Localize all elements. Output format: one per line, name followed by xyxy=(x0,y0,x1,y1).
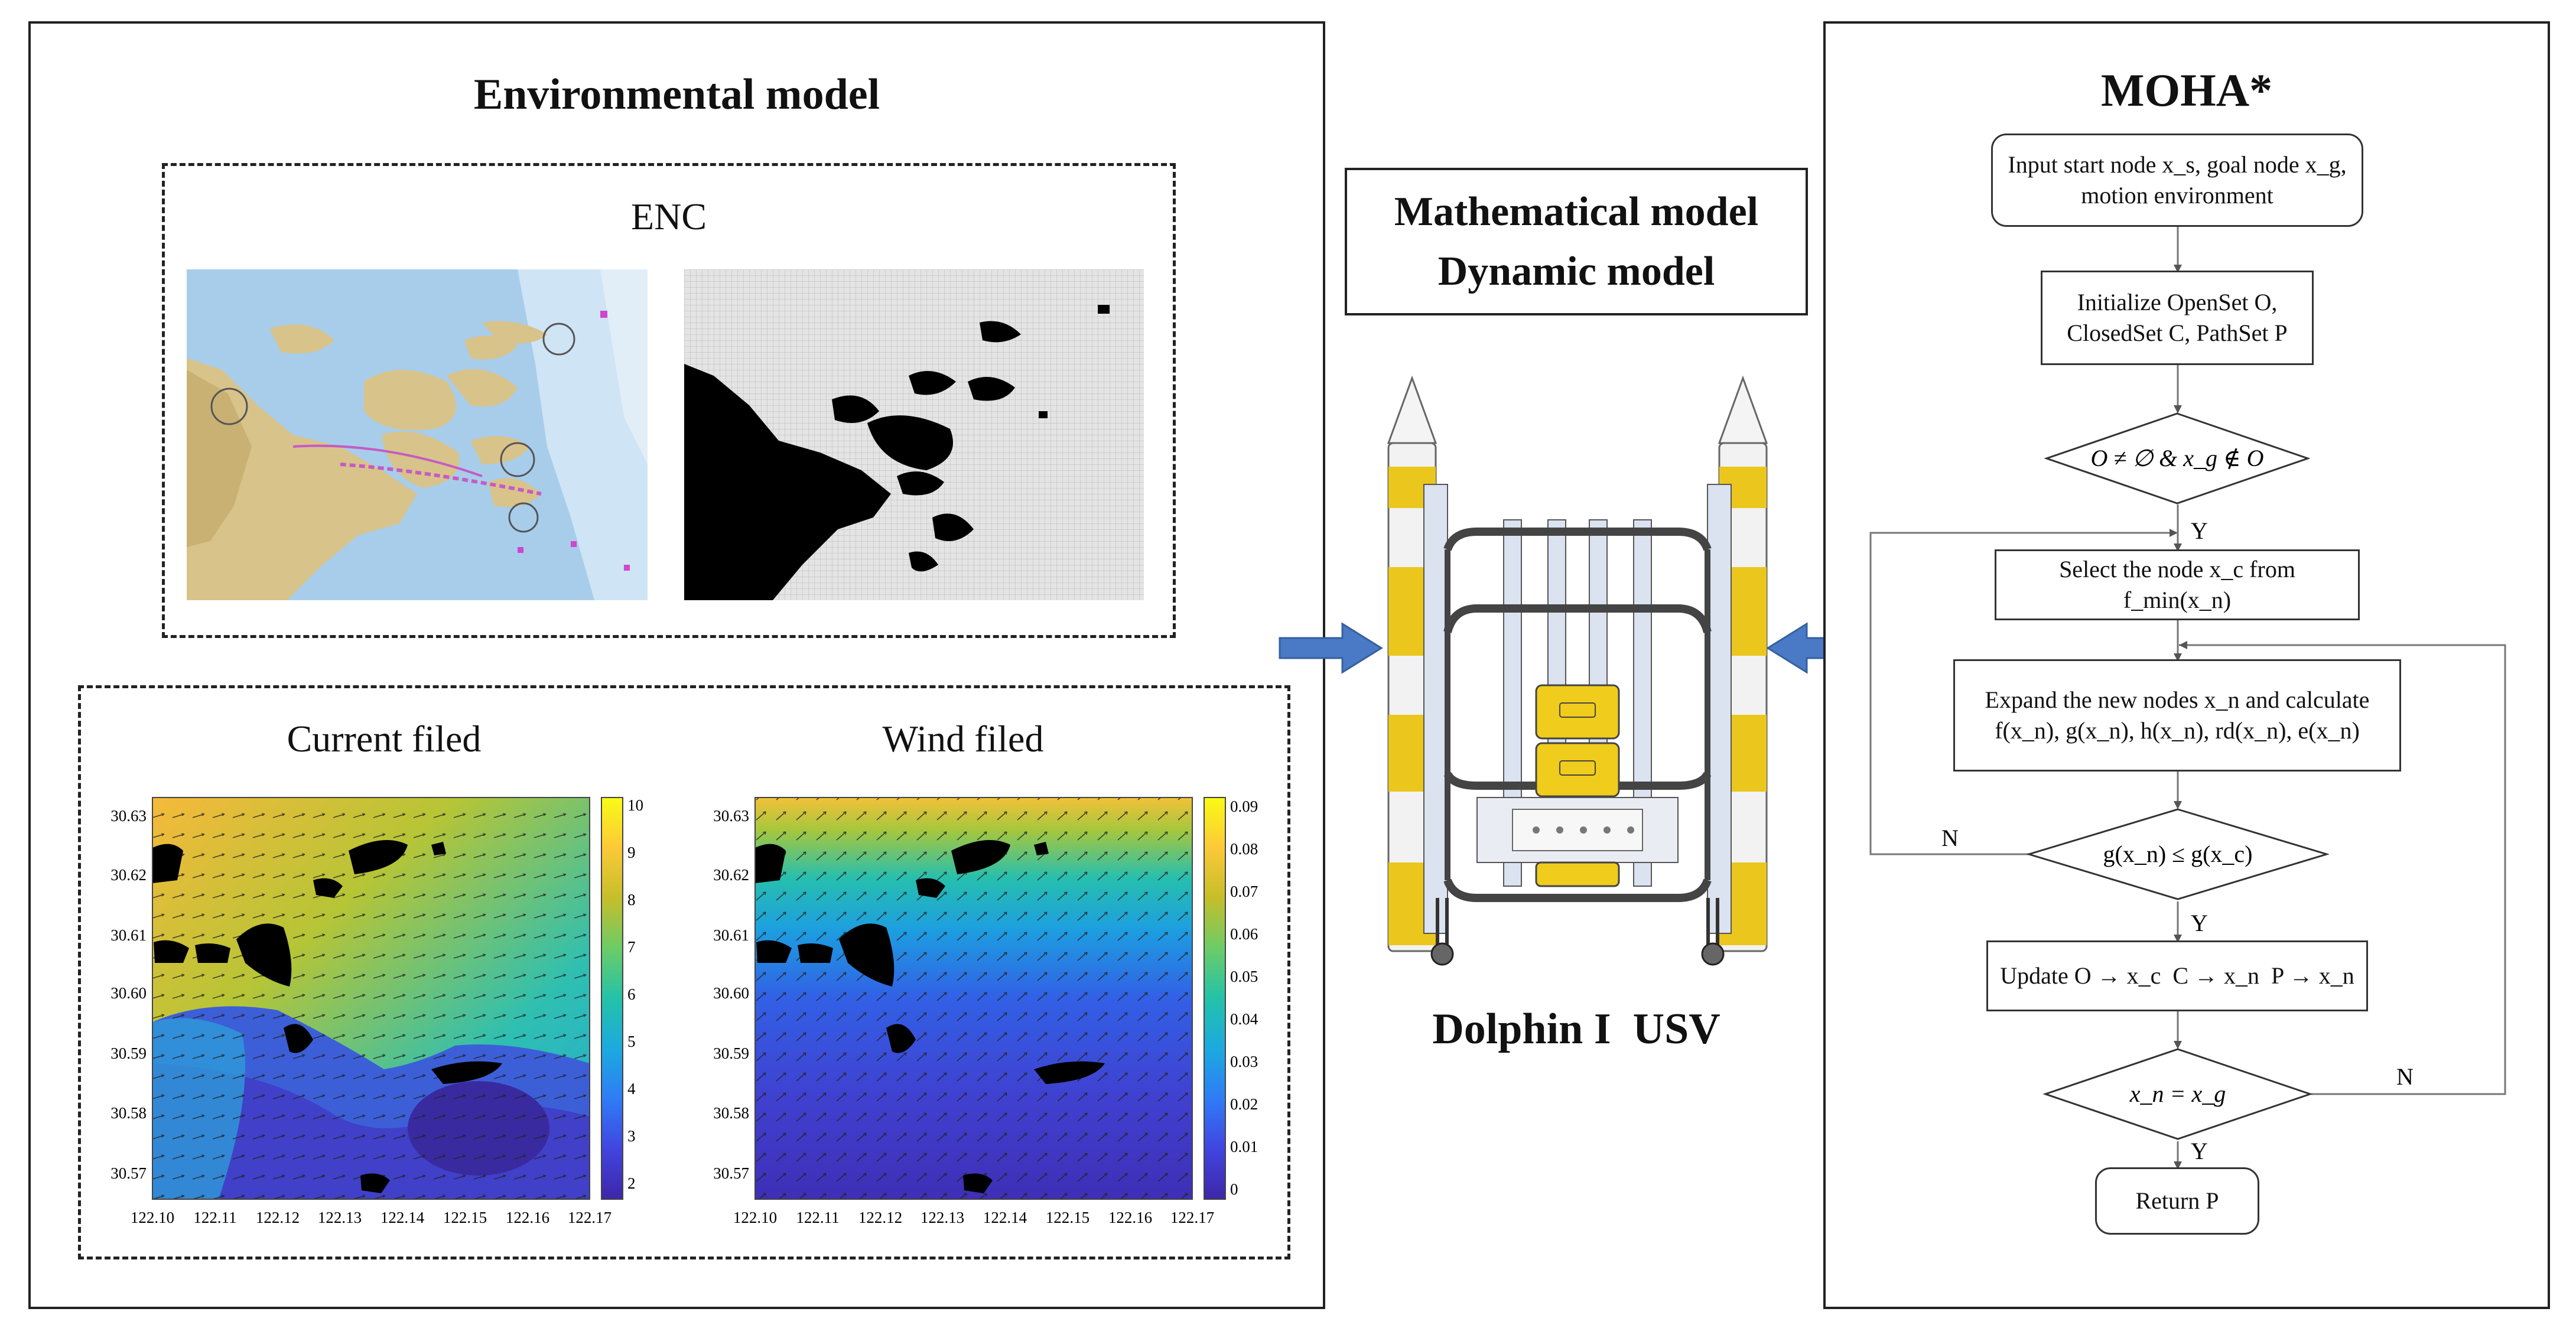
wind-cb-tick: 0.02 xyxy=(1230,1095,1258,1113)
wind-cb-tick: 0.01 xyxy=(1230,1138,1258,1156)
enc-chart-image xyxy=(187,269,648,600)
wind-colorbar xyxy=(1204,797,1226,1200)
no-label: N xyxy=(2396,1063,2414,1090)
cond3-text: x_n = x_g xyxy=(2129,1080,2226,1107)
current-cb-tick: 4 xyxy=(627,1080,636,1098)
flow-start-node: Input start node x_s, goal node x_g, mot… xyxy=(1991,134,2363,227)
no-label: N xyxy=(1941,825,1959,851)
current-cb-tick: 9 xyxy=(627,844,636,861)
current-colorbar xyxy=(601,797,623,1200)
usv-illustration xyxy=(1387,375,1768,966)
wind-x-tick: 122.16 xyxy=(1108,1209,1152,1226)
model-box: Mathematical model Dynamic model xyxy=(1345,168,1808,315)
wind-x-tick: 122.14 xyxy=(983,1209,1027,1226)
wind-x-axis: 122.10 122.11 122.12 122.13 122.14 122.1… xyxy=(733,1209,1214,1226)
current-x-axis: 122.10 122.11 122.12 122.13 122.14 122.1… xyxy=(131,1209,612,1226)
current-y-axis: 30.63 30.62 30.61 30.60 30.59 30.58 30.5… xyxy=(110,807,147,1182)
current-cb-tick: 10 xyxy=(627,796,643,814)
mathematical-model-label: Mathematical model xyxy=(1394,188,1759,235)
enc-grid-map xyxy=(684,269,1144,600)
current-cb-tick: 5 xyxy=(627,1033,636,1050)
flow-init-node: Initialize OpenSet O, ClosedSet C, PathS… xyxy=(2041,271,2314,365)
flow-select-node: Select the node x_c from f_min(x_n) xyxy=(1995,549,2360,620)
current-y-tick: 30.63 xyxy=(110,807,147,825)
yes-label: Y xyxy=(2191,517,2208,544)
thruster-icon xyxy=(1701,898,1725,966)
wind-cb-tick: 0 xyxy=(1230,1180,1238,1198)
wind-y-tick: 30.57 xyxy=(713,1164,749,1182)
current-cb-tick: 7 xyxy=(627,938,636,956)
wind-x-tick: 122.13 xyxy=(921,1209,964,1226)
flow-update-node: Update O → x_c C → x_n P → x_n xyxy=(1986,940,2368,1011)
wind-x-tick: 122.15 xyxy=(1046,1209,1089,1226)
current-cb-tick: 8 xyxy=(627,891,636,909)
wind-cb-tick: 0.08 xyxy=(1230,840,1258,858)
current-y-tick: 30.60 xyxy=(110,984,147,1002)
current-y-tick: 30.59 xyxy=(110,1044,147,1062)
flow-expand-node: Expand the new nodes x_n and calculate f… xyxy=(1953,659,2401,772)
flow-return-node: Return P xyxy=(2095,1167,2259,1235)
wind-cb-tick: 0.09 xyxy=(1230,798,1258,815)
enc-box xyxy=(162,163,1176,638)
current-y-tick: 30.58 xyxy=(110,1104,147,1122)
arrow-right-icon xyxy=(1279,622,1383,674)
wind-cb-tick: 0.05 xyxy=(1230,968,1258,985)
current-field-title: Current filed xyxy=(287,718,482,760)
wind-y-axis: 30.63 30.62 30.61 30.60 30.59 30.58 30.5… xyxy=(713,807,749,1182)
current-y-tick: 30.57 xyxy=(110,1164,147,1182)
wind-field-title: Wind filed xyxy=(882,718,1044,760)
current-cb-tick: 2 xyxy=(627,1174,636,1192)
wind-cb-tick: 0.04 xyxy=(1230,1010,1258,1028)
yes-label: Y xyxy=(2191,1138,2208,1164)
enc-label: ENC xyxy=(631,196,707,237)
current-y-tick: 30.62 xyxy=(110,866,147,884)
current-x-tick: 122.17 xyxy=(568,1209,612,1226)
environmental-model-title: Environmental model xyxy=(473,70,880,119)
wind-x-tick: 122.17 xyxy=(1170,1209,1214,1226)
wind-x-tick: 122.12 xyxy=(858,1209,902,1226)
current-x-tick: 122.13 xyxy=(318,1209,362,1226)
wind-y-tick: 30.63 xyxy=(713,807,749,825)
current-x-tick: 122.16 xyxy=(506,1209,549,1226)
current-y-tick: 30.61 xyxy=(110,926,147,944)
vessel-label: Dolphin I USV xyxy=(1432,1005,1720,1053)
flowchart-connectors: Y N Y N Y xyxy=(1869,227,2506,1170)
wind-y-tick: 30.62 xyxy=(713,866,749,884)
wind-y-tick: 30.59 xyxy=(713,1044,749,1062)
flow-condition-cost: g(x_n) ≤ g(x_c) xyxy=(2027,808,2329,900)
current-x-tick: 122.11 xyxy=(193,1209,236,1226)
flow-condition-goal: x_n = x_g xyxy=(2043,1048,2312,1140)
wind-cb-tick: 0.03 xyxy=(1230,1053,1258,1070)
wind-x-tick: 122.10 xyxy=(733,1209,777,1226)
wind-colorbar-ticks: 0.09 0.08 0.07 0.06 0.05 0.04 0.03 0.02 … xyxy=(1230,798,1258,1198)
current-x-tick: 122.14 xyxy=(380,1209,425,1226)
wind-cb-tick: 0.06 xyxy=(1230,925,1258,943)
wind-cb-tick: 0.07 xyxy=(1230,883,1258,900)
flow-condition-open-set: O ≠ ∅ & x_g ∉ O xyxy=(2044,412,2310,504)
current-colorbar-ticks: 10 9 8 7 6 5 4 3 2 xyxy=(627,796,643,1192)
yes-label: Y xyxy=(2191,910,2208,936)
current-cb-tick: 3 xyxy=(627,1127,636,1145)
wind-x-tick: 122.11 xyxy=(796,1209,839,1226)
cargo-box-icon xyxy=(1535,684,1620,740)
moha-title: MOHA* xyxy=(2100,64,2273,116)
wind-y-tick: 30.60 xyxy=(713,984,749,1002)
current-field-heatmap: 30.63 30.62 30.61 30.60 30.59 30.58 30.5… xyxy=(110,796,643,1226)
cargo-box-icon xyxy=(1535,742,1620,798)
cond2-text: g(x_n) ≤ g(x_c) xyxy=(2103,841,2253,867)
current-x-tick: 122.12 xyxy=(256,1209,300,1226)
current-x-tick: 122.15 xyxy=(443,1209,487,1226)
dynamic-model-label: Dynamic model xyxy=(1437,249,1715,294)
thruster-icon xyxy=(1430,898,1454,966)
fields-box xyxy=(78,685,1290,1259)
wind-y-tick: 30.58 xyxy=(713,1104,749,1122)
wind-field-heatmap: 30.63 30.62 30.61 30.60 30.59 30.58 30.5… xyxy=(713,797,1258,1226)
current-x-tick: 122.10 xyxy=(131,1209,174,1226)
cond1-text: O ≠ ∅ & x_g ∉ O xyxy=(2090,445,2263,471)
current-cb-tick: 6 xyxy=(627,985,636,1003)
wind-y-tick: 30.61 xyxy=(713,926,749,944)
